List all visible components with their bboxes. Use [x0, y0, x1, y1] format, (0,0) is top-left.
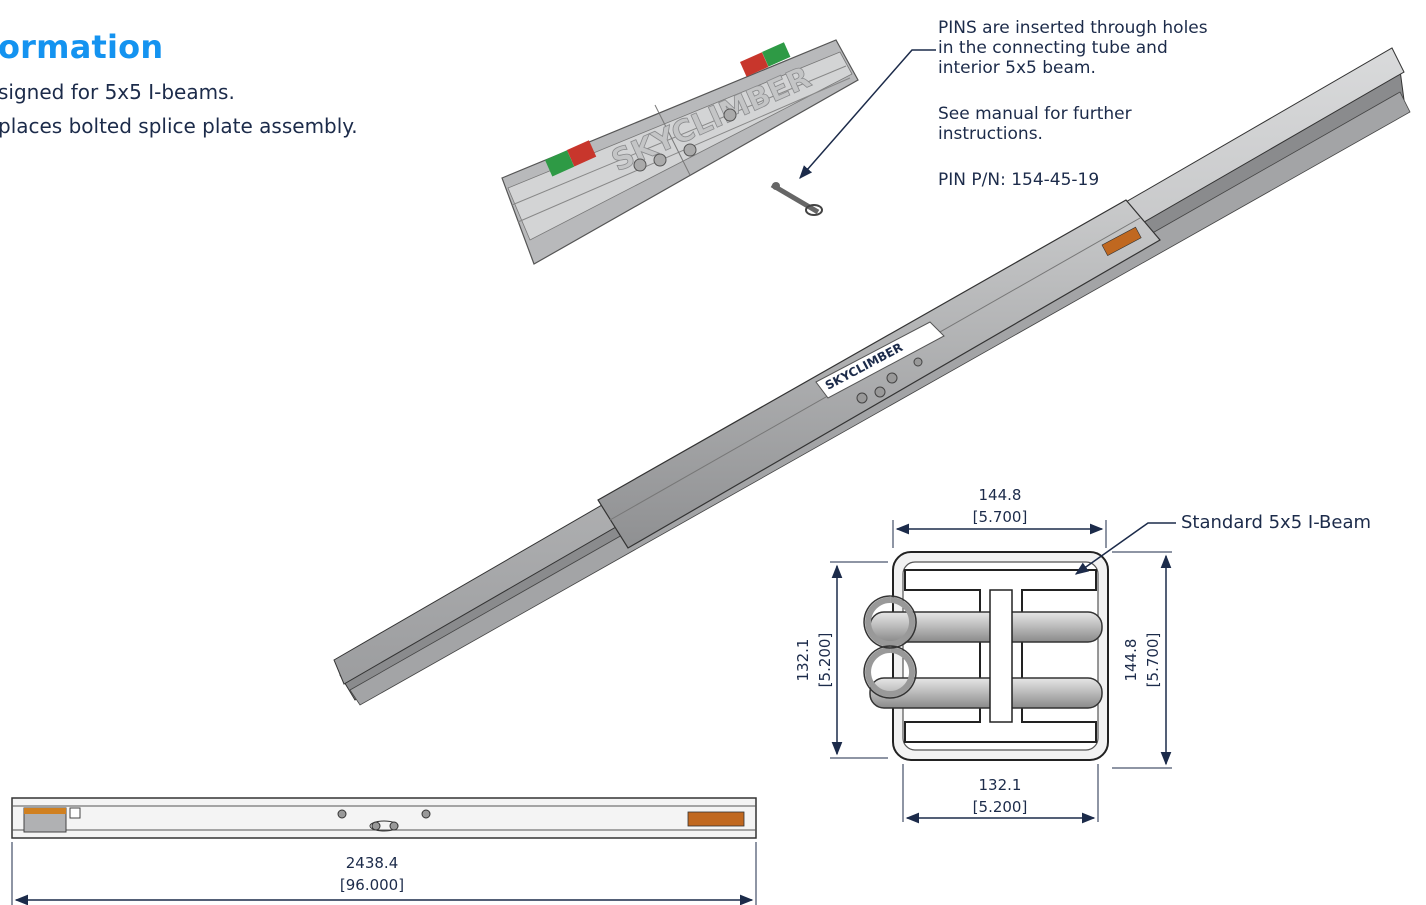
detail-inset: SKYCLIMBER	[501, 39, 859, 265]
dim-bottom-in: [5.200]	[973, 798, 1028, 816]
dim-top-mm: 144.8	[979, 486, 1022, 504]
dimension-top-width: 144.8 [5.700]	[892, 486, 1107, 548]
cross-section	[863, 551, 1109, 761]
pins-leader-line	[799, 49, 936, 180]
dimension-left-height: 132.1 [5.200]	[794, 561, 888, 759]
isometric-beam: SKYCLIMBER	[333, 47, 1411, 706]
dim-left-mm: 132.1	[794, 639, 812, 682]
pin-part-number: PIN P/N: 154-45-19	[938, 170, 1100, 190]
dim-bottom-mm: 132.1	[979, 776, 1022, 794]
manual-callout-text: See manual for further instructions.	[938, 104, 1132, 144]
pin-icon	[770, 182, 823, 216]
dim-top-in: [5.700]	[973, 508, 1028, 526]
info-line-1: signed for 5x5 I-beams.	[0, 80, 235, 104]
dim-right-mm: 144.8	[1122, 639, 1140, 682]
pins-callout-text: PINS are inserted through holes in the c…	[938, 18, 1208, 78]
dim-length-in: [96.000]	[340, 876, 404, 894]
dimension-right-height: 144.8 [5.700]	[1112, 551, 1172, 769]
section-title: ormation	[0, 28, 164, 66]
dimension-bottom-width: 132.1 [5.200]	[902, 764, 1099, 824]
dimension-overall-length: 2438.4 [96.000]	[11, 842, 757, 905]
inset-pins	[633, 108, 737, 172]
ibeam-label: Standard 5x5 I-Beam	[1181, 512, 1372, 533]
dim-length-mm: 2438.4	[346, 854, 399, 872]
dim-left-in: [5.200]	[816, 633, 834, 688]
dim-right-in: [5.700]	[1144, 633, 1162, 688]
info-line-2: places bolted splice plate assembly.	[0, 114, 358, 138]
inset-warning-label-right	[739, 42, 791, 77]
ibeam-leader-line	[1074, 522, 1176, 575]
side-view-beam	[11, 797, 757, 839]
inset-warning-label-left	[545, 140, 597, 177]
